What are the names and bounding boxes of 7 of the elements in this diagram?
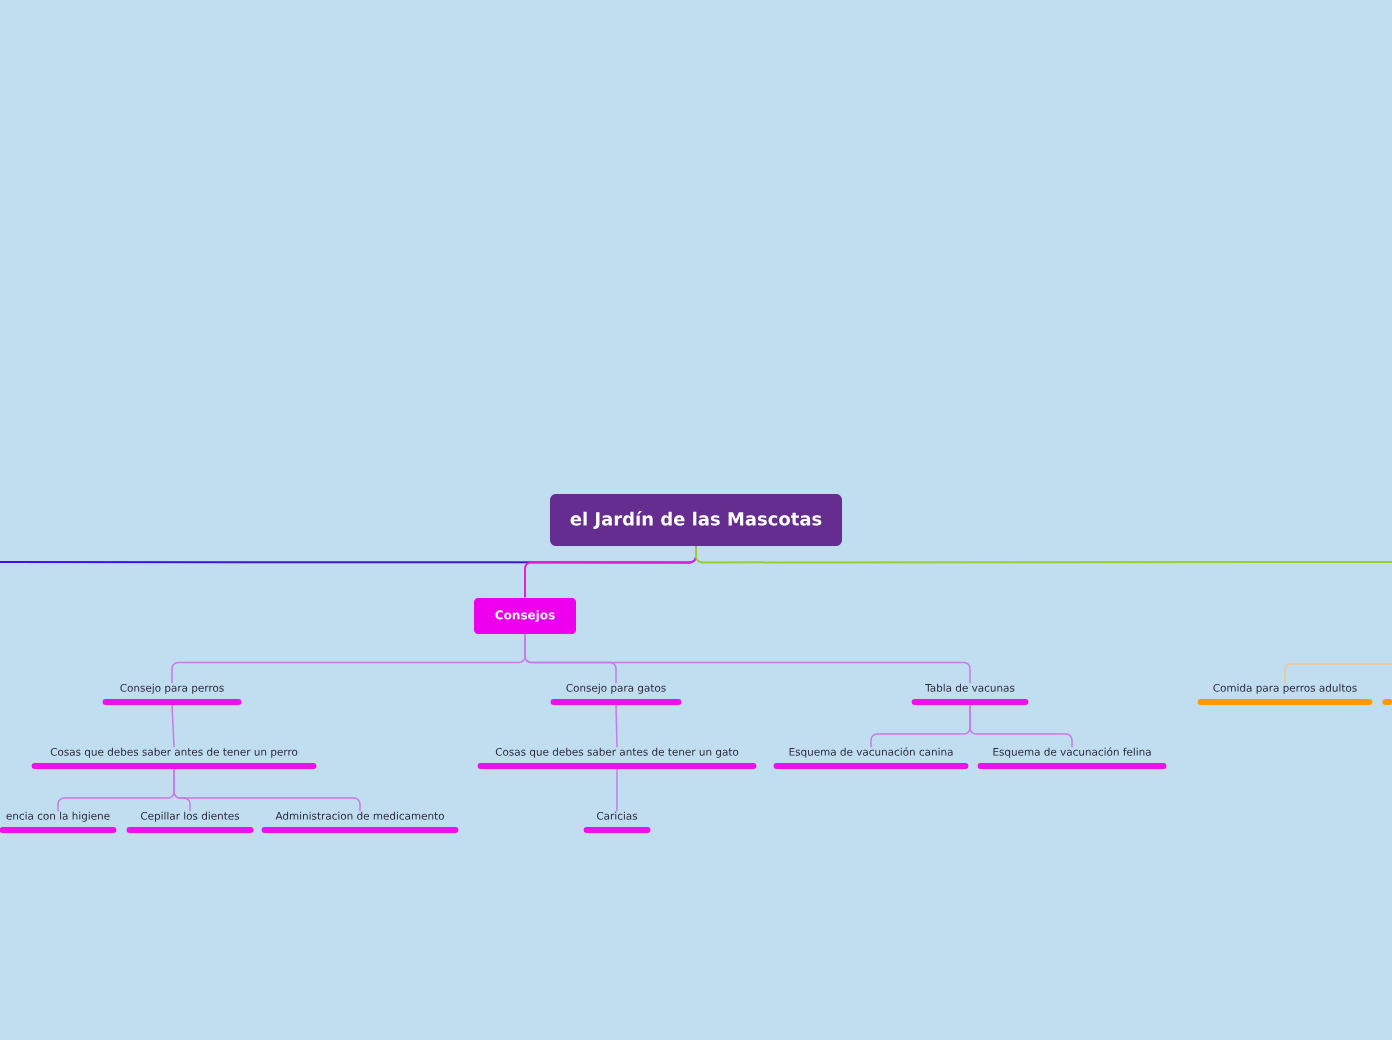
connector-line bbox=[695, 545, 1392, 564]
topic-bar bbox=[1382, 699, 1392, 705]
connector-line bbox=[171, 704, 175, 748]
connector-line bbox=[524, 633, 971, 684]
connector-line bbox=[615, 704, 618, 748]
central-topic-box: el Jardín de las Mascotas bbox=[550, 494, 842, 546]
connector-line bbox=[616, 768, 618, 812]
